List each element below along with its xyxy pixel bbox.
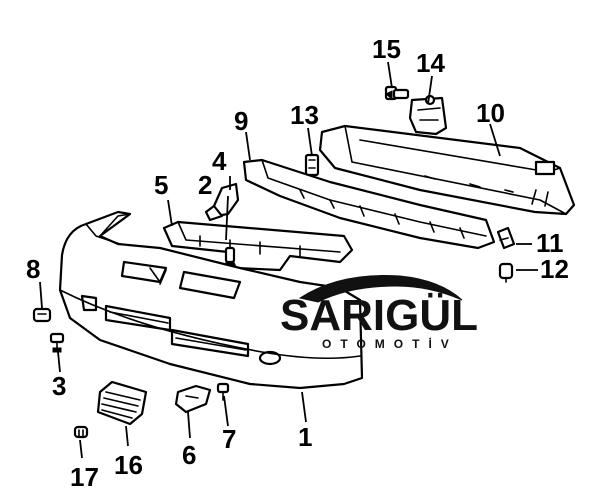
part-16-fog-grille: [96, 380, 148, 426]
callout-16: 16: [114, 450, 143, 480]
callout-numbers: 1 2 3 4 5 6 7 8 9 10 11 12 13 14 15 16 1…: [26, 34, 569, 492]
part-10-reinforcement: [318, 124, 576, 216]
part-3-fastener: [49, 332, 65, 353]
part-1-bumper-cover: [58, 210, 364, 390]
callout-4: 4: [212, 146, 227, 176]
part-7-screw: [216, 382, 230, 401]
logo-car-swoosh: [298, 275, 463, 303]
callout-5: 5: [154, 170, 168, 200]
part-13-clip: [304, 153, 320, 177]
leader-lines: [39, 61, 538, 459]
part-8-fastener: [32, 307, 52, 323]
part-14-bracket: [408, 94, 448, 136]
part-4-bracket: [204, 182, 240, 222]
logo-tagline-text: OTOMOTİV: [322, 336, 458, 351]
part-17-clip: [73, 425, 89, 439]
part-12-fastener: [498, 262, 514, 283]
part-2-stud: [224, 246, 236, 267]
callout-17: 17: [70, 462, 99, 492]
part-11-fastener: [496, 226, 516, 250]
callout-7: 7: [222, 424, 236, 454]
part-15-bolt: [384, 85, 410, 101]
callout-12: 12: [540, 254, 569, 284]
callout-2: 2: [198, 170, 212, 200]
callout-14: 14: [416, 48, 445, 78]
callout-3: 3: [52, 371, 66, 401]
callout-6: 6: [182, 440, 196, 470]
sarigul-logo: SARIGÜL OTOMOTİV: [280, 275, 478, 351]
callout-13: 13: [290, 100, 319, 130]
part-5-grille-support: [162, 220, 354, 272]
callout-10: 10: [476, 98, 505, 128]
part-6-lamp-bracket: [174, 384, 212, 414]
callout-11: 11: [536, 228, 564, 258]
callout-15: 15: [372, 34, 401, 64]
callout-8: 8: [26, 254, 40, 284]
logo-brand-text: SARIGÜL: [280, 291, 478, 340]
callout-1: 1: [298, 422, 312, 452]
callout-9: 9: [234, 106, 248, 136]
part-9-absorber: [242, 158, 496, 250]
